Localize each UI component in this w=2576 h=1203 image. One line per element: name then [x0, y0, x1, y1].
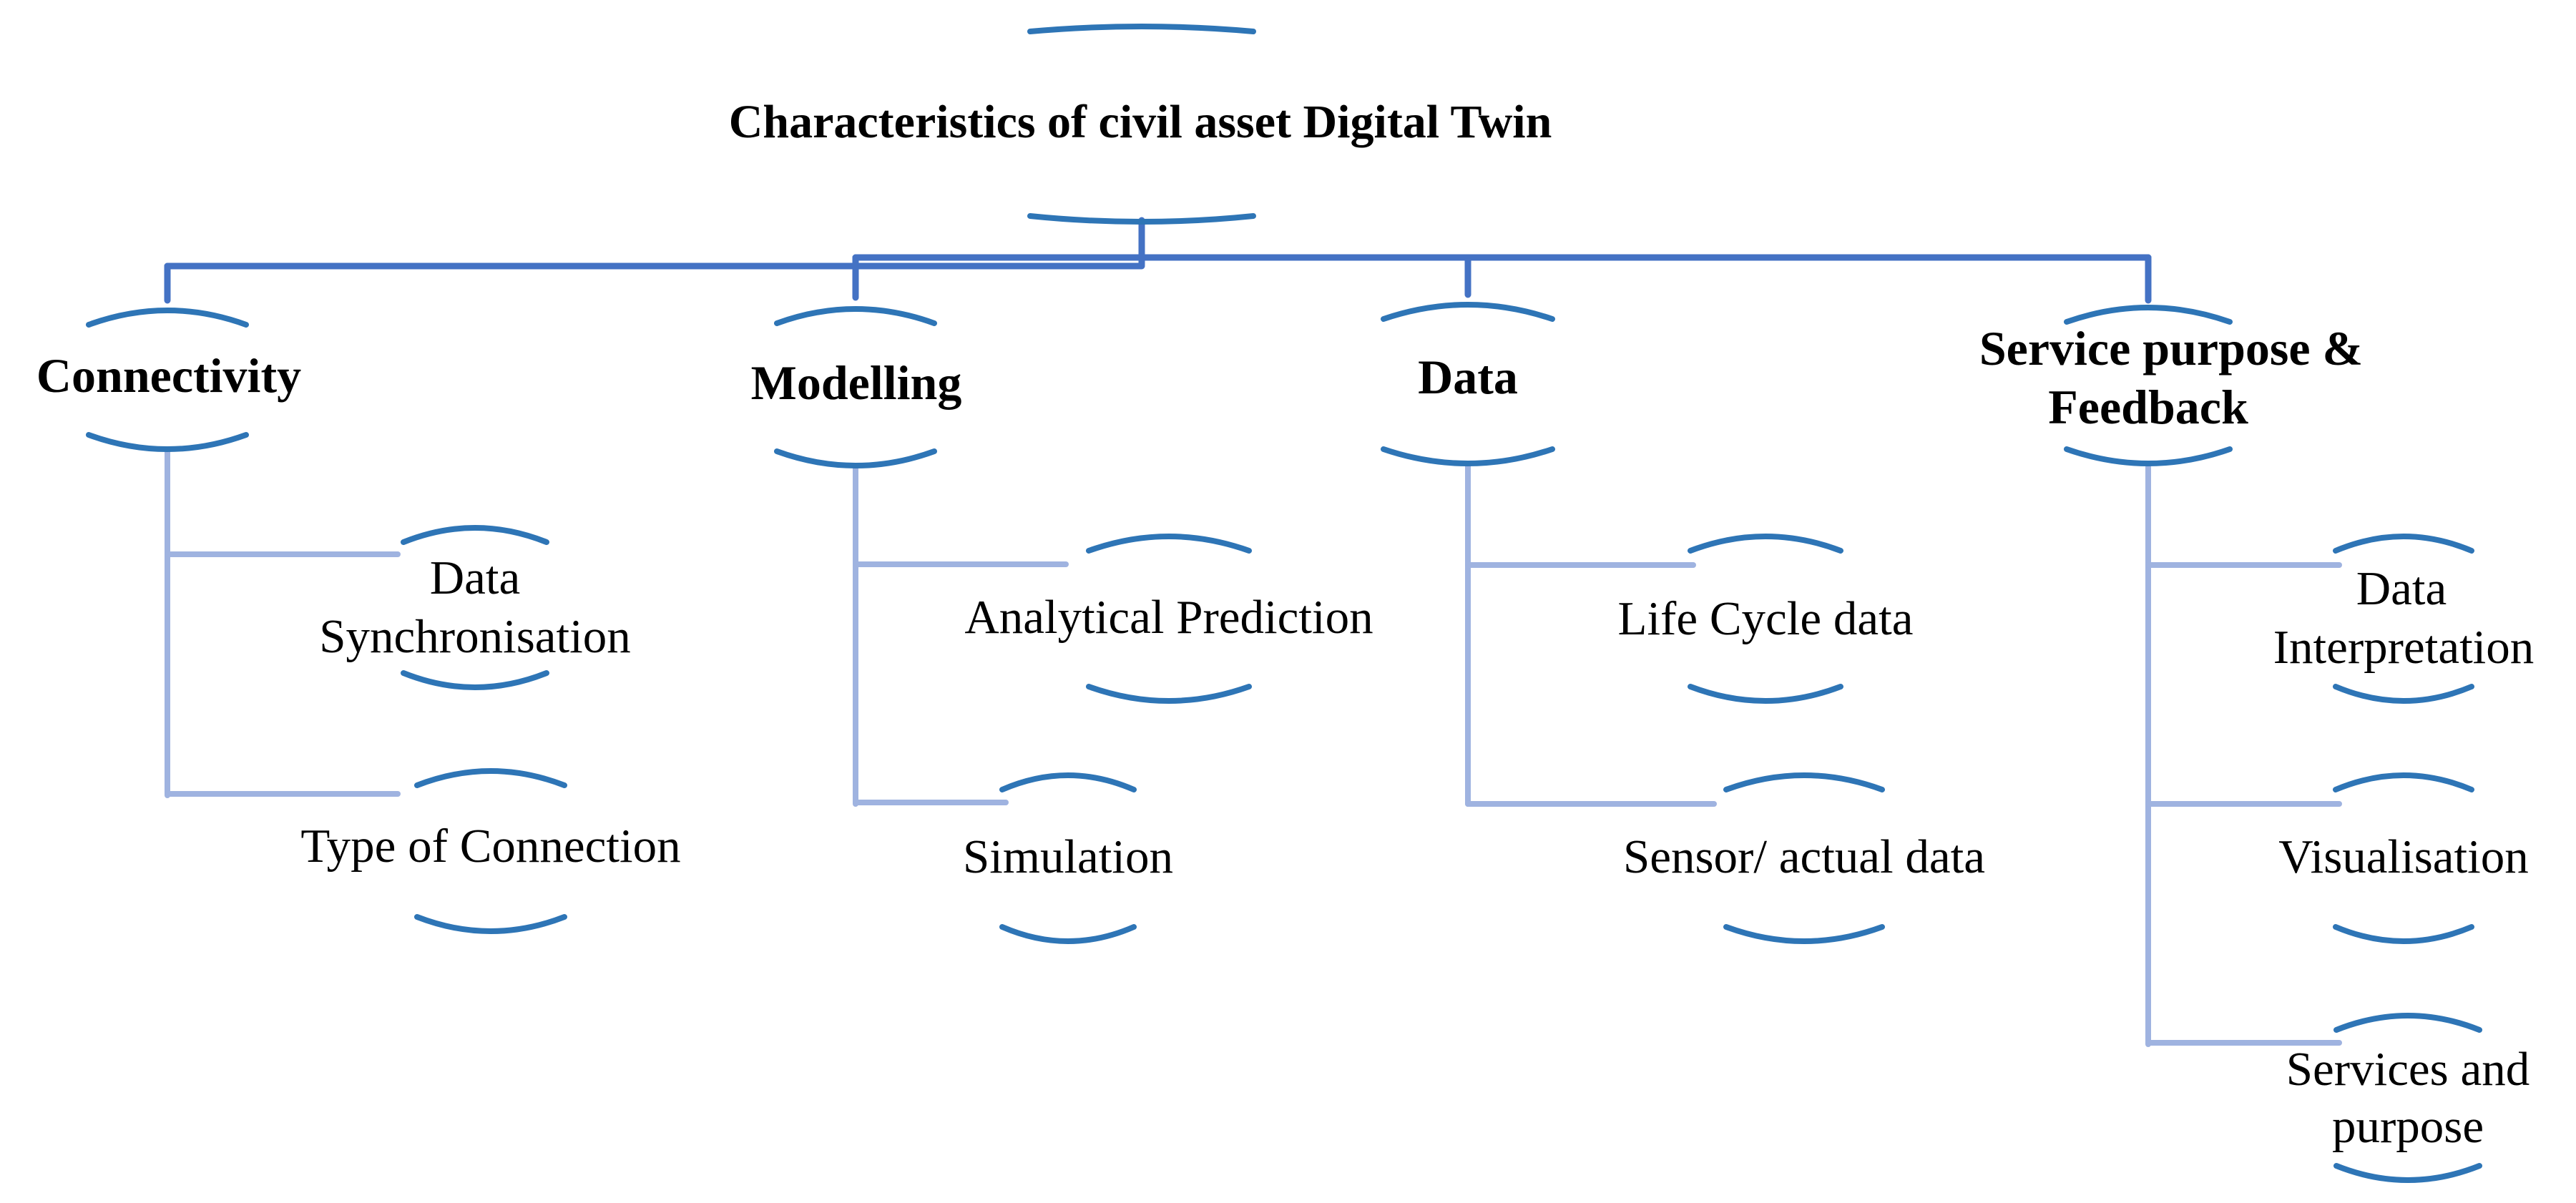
node-arcs — [86, 24, 2482, 1183]
simulation-bracket-arc-top — [999, 772, 1137, 792]
connectivity-bracket-arc-top — [86, 308, 249, 328]
analytical-prediction-bracket-arc-top — [1086, 534, 1252, 554]
service-bracket-arc-bottom — [2064, 446, 2233, 466]
analytical-prediction-bracket-arc-bottom — [1086, 684, 1252, 704]
node-data-synchronisation-line2: Synchronisation — [319, 610, 630, 663]
connectivity-bracket-arc-bottom — [86, 432, 249, 452]
type-of-connection-bracket-arc-bottom — [414, 914, 567, 934]
service-bracket-arc-top — [2064, 305, 2233, 325]
connector-lines — [164, 217, 2342, 1047]
life-cycle-data-bracket-arc-bottom — [1688, 684, 1843, 704]
simulation-bracket-arc-bottom — [999, 924, 1137, 944]
category-data-label: Data — [1418, 350, 1518, 404]
root-title: Characteristics of civil asset Digital T… — [729, 96, 1552, 148]
data-bracket-arc-top — [1381, 302, 1555, 322]
data-interpretation-bracket-arc-bottom — [2333, 684, 2474, 704]
category-service-label-line2: Feedback — [2048, 380, 2248, 434]
category-connectivity-label: Connectivity — [36, 348, 301, 403]
category-modelling-label: Modelling — [751, 355, 962, 410]
node-analytical-prediction: Analytical Prediction — [964, 591, 1373, 644]
data-interpretation-bracket-arc-top — [2333, 534, 2474, 554]
type-of-connection-bracket-arc-top — [414, 768, 567, 788]
node-data-synchronisation-line1: Data — [430, 551, 520, 604]
node-services-and-purpose-line1: Services and — [2286, 1043, 2530, 1096]
sensor-actual-data-bracket-arc-top — [1723, 772, 1885, 792]
node-services-and-purpose-line2: purpose — [2332, 1100, 2484, 1153]
node-life-cycle-data: Life Cycle data — [1618, 592, 1914, 645]
node-visualisation: Visualisation — [2278, 830, 2529, 883]
sensor-actual-data-bracket-arc-bottom — [1723, 924, 1885, 944]
visualisation-bracket-arc-bottom — [2333, 924, 2474, 944]
data-synchronisation-bracket-arc-bottom — [401, 670, 549, 690]
data-bracket-arc-bottom — [1381, 446, 1555, 466]
node-simulation: Simulation — [963, 830, 1173, 883]
root-bracket-arc-top — [1027, 24, 1256, 34]
modelling-bracket-arc-top — [774, 306, 937, 326]
data-synchronisation-bracket-arc-top — [401, 525, 549, 545]
life-cycle-data-bracket-arc-top — [1688, 534, 1843, 554]
root-bracket-arc-bottom — [1027, 213, 1256, 225]
node-data-interpretation-line1: Data — [2356, 562, 2447, 615]
visualisation-bracket-arc-top — [2333, 772, 2474, 792]
node-data-interpretation-line2: Interpretation — [2273, 621, 2535, 674]
services-and-purpose-bracket-arc-top — [2333, 1013, 2482, 1033]
category-service-label-line1: Service purpose & — [1979, 321, 2363, 375]
node-sensor-actual-data: Sensor/ actual data — [1623, 830, 1985, 883]
node-type-of-connection: Type of Connection — [300, 820, 680, 873]
modelling-bracket-arc-bottom — [774, 448, 937, 468]
services-and-purpose-bracket-arc-bottom — [2333, 1163, 2482, 1183]
